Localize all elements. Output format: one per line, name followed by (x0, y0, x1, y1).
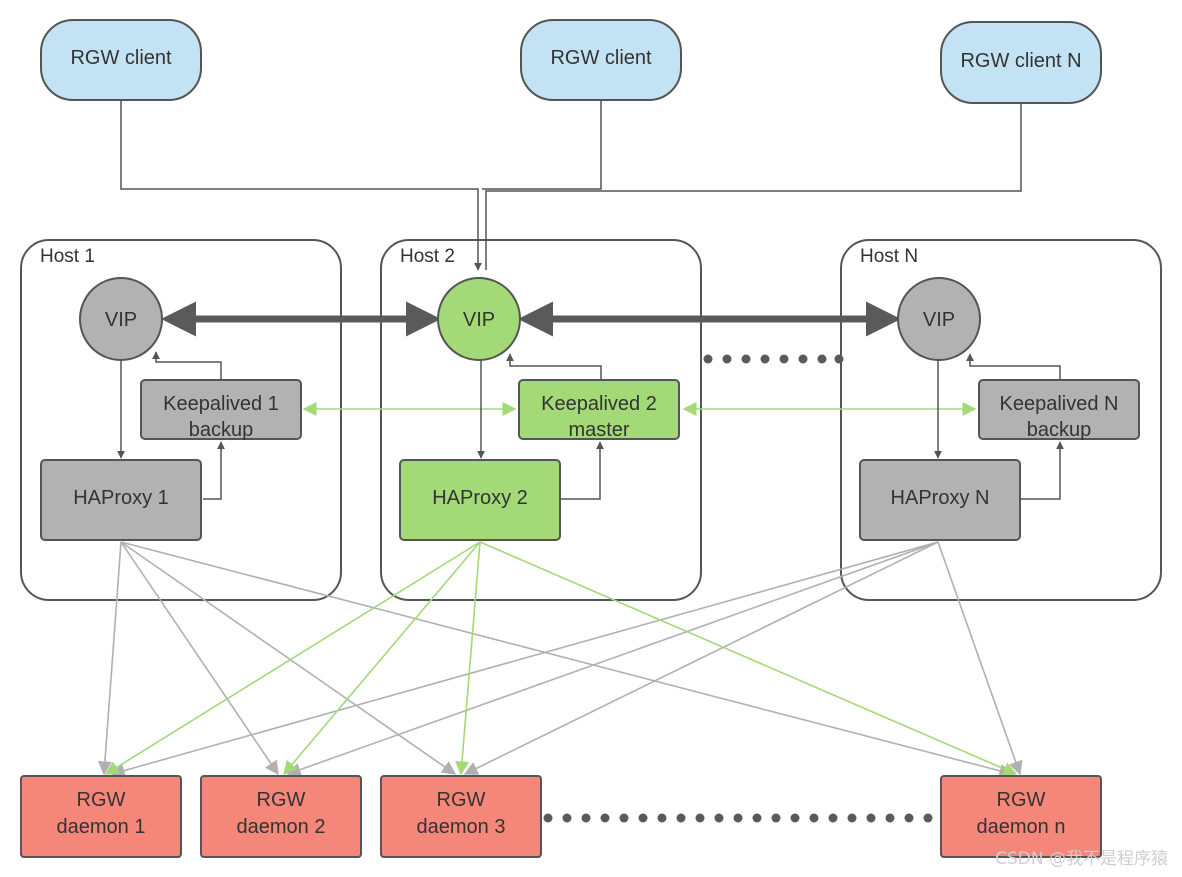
daemon-label-line1: RGW (437, 789, 486, 811)
daemon-label-line2: daemon 3 (417, 816, 506, 838)
keepalived-role: master (568, 419, 629, 441)
host-title: Host 1 (40, 246, 95, 267)
daemon-node-3: RGW daemon 3 (380, 775, 542, 858)
vip-label: VIP (923, 309, 955, 331)
daemon-label-line1: RGW (997, 789, 1046, 811)
keepalived-name: Keepalived N (1000, 393, 1119, 415)
host-internal-lines (117, 351, 1064, 500)
daemon-label-line2: daemon 1 (57, 816, 146, 838)
haproxy-node-1: HAProxy 1 (40, 459, 202, 541)
client-label: RGW client (70, 47, 172, 69)
vip-label: VIP (105, 309, 137, 331)
keepalived-name: Keepalived 2 (541, 393, 657, 415)
daemon-node-1: RGW daemon 1 (20, 775, 182, 858)
keepalived-node-n: Keepalived N backup (978, 379, 1140, 441)
host-title: Host 2 (400, 246, 455, 267)
vip-node-n: VIP (897, 277, 981, 361)
haproxy-label: HAProxy N (891, 487, 990, 509)
haproxy-node-2: HAProxy 2 (399, 459, 561, 541)
haproxy-daemon-green-lines (104, 541, 1018, 776)
vip-node-1: VIP (79, 277, 163, 361)
vip-node-2: VIP (437, 277, 521, 361)
client-node-n: RGW client N (940, 21, 1102, 104)
daemon-label-line2: daemon 2 (237, 816, 326, 838)
keepalived-node-2: Keepalived 2 master (518, 379, 680, 441)
client-node-2: RGW client (520, 19, 682, 101)
haproxy-label: HAProxy 2 (432, 487, 528, 509)
haproxy-node-n: HAProxy N (859, 459, 1021, 541)
host-title: Host N (860, 246, 918, 267)
client-node-1: RGW client (40, 19, 202, 101)
watermark: CSDN @我不是程序猿 (995, 849, 1168, 869)
daemon-label-line1: RGW (77, 789, 126, 811)
keepalived-role: backup (189, 419, 254, 441)
daemon-label-line1: RGW (257, 789, 306, 811)
keepalived-name: Keepalived 1 (163, 393, 279, 415)
client-label: RGW client N (960, 50, 1081, 72)
client-connections (120, 100, 1022, 271)
keepalived-role: backup (1027, 419, 1092, 441)
keepalived-node-1: Keepalived 1 backup (140, 379, 302, 441)
vip-label: VIP (463, 309, 495, 331)
daemon-node-2: RGW daemon 2 (200, 775, 362, 858)
daemon-node-n: RGW daemon n (940, 775, 1102, 858)
haproxy-daemon-gray-lines (97, 541, 1023, 778)
client-label: RGW client (550, 47, 652, 69)
daemon-ellipsis-dots (543, 813, 933, 823)
daemon-label-line2: daemon n (977, 816, 1066, 838)
haproxy-label: HAProxy 1 (73, 487, 169, 509)
host-ellipsis-dots (703, 354, 844, 364)
